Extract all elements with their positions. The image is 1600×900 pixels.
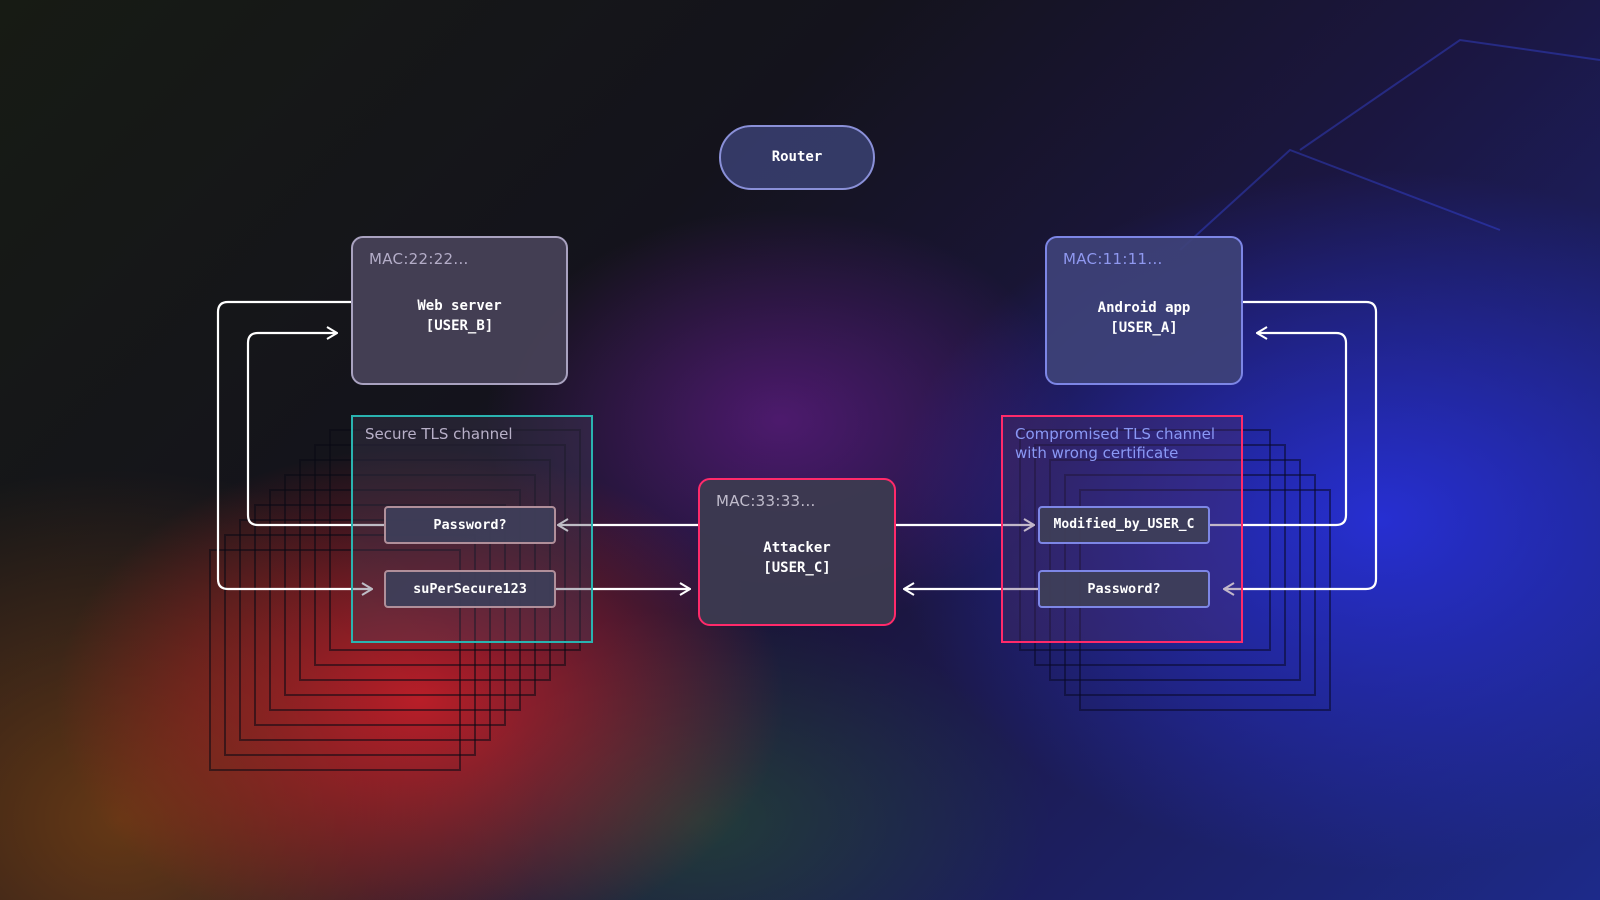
android-app-mac: MAC:11:11...	[1063, 250, 1163, 268]
android-app-node: MAC:11:11... Android app [USER_A]	[1045, 236, 1243, 385]
secure-channel-title: Secure TLS channel	[365, 425, 513, 443]
attacker-user: [USER_C]	[763, 560, 831, 576]
android-app-user: [USER_A]	[1110, 320, 1178, 336]
web-server-label: Web server [USER_B]	[353, 296, 566, 336]
web-server-user: [USER_B]	[425, 318, 494, 334]
secure-password-reply: suPerSecure123	[384, 570, 556, 608]
web-server-name: Web server	[417, 298, 502, 314]
compromised-password-request: Password?	[1038, 570, 1210, 608]
router-node: Router	[719, 125, 875, 190]
attacker-mac: MAC:33:33...	[716, 492, 816, 510]
secure-password-request: Password?	[384, 506, 556, 544]
web-server-node: MAC:22:22... Web server [USER_B]	[351, 236, 568, 385]
web-server-mac: MAC:22:22...	[369, 250, 469, 268]
connector-secure-msg-to-web	[246, 333, 384, 527]
secure-channel-label: Secure TLS channel	[365, 425, 513, 444]
connector-modified-to-android	[1210, 333, 1348, 527]
connector-web-to-secure-msg	[216, 300, 372, 589]
compromised-channel-label: Compromised TLS channel with wrong certi…	[1015, 425, 1215, 463]
android-app-name: Android app	[1097, 300, 1191, 316]
compromised-channel-title-line1: Compromised TLS channel	[1015, 425, 1216, 443]
modified-message: Modified_by_USER_C	[1038, 506, 1210, 544]
attacker-node: MAC:33:33... Attacker [USER_C]	[698, 478, 896, 626]
android-app-label: Android app [USER_A]	[1047, 298, 1241, 338]
attacker-name: Attacker	[763, 540, 831, 556]
connector-android-to-compromised-password	[1224, 300, 1378, 589]
compromised-channel-title-line2: with wrong certificate	[1015, 444, 1179, 462]
attacker-label: Attacker [USER_C]	[700, 538, 894, 578]
